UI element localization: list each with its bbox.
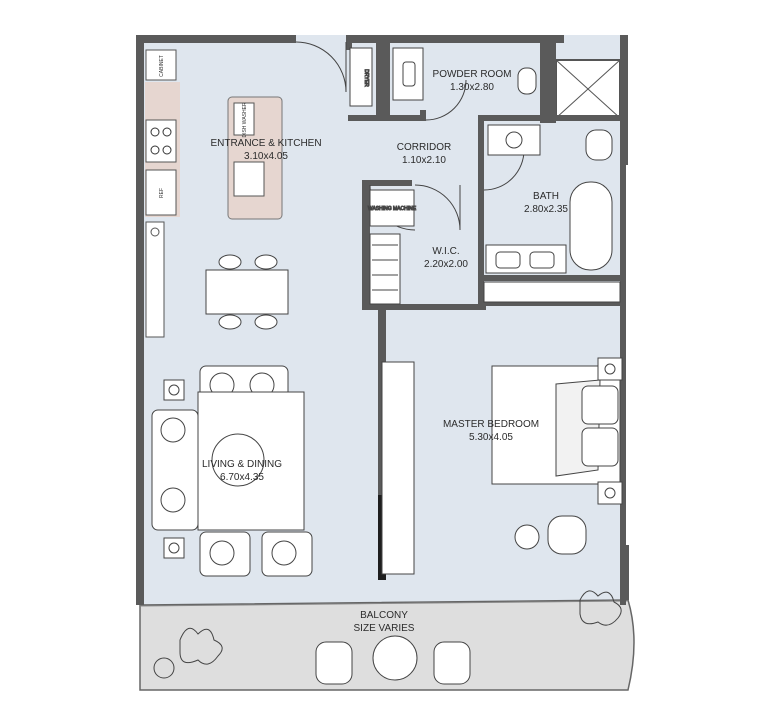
- walls: [136, 35, 629, 605]
- kitchen-fixtures: CABINET REF DISH WASHER: [145, 49, 265, 338]
- bedroom-furniture: [381, 357, 623, 575]
- room-name: BATH: [533, 191, 559, 202]
- wic-fixtures: WASHING MACHINE: [367, 189, 621, 305]
- plant-icon: [179, 627, 223, 665]
- balcony-furniture: [153, 590, 622, 685]
- burner-icon: [150, 127, 160, 137]
- room-size: 5.30x4.05: [469, 432, 513, 443]
- room-size: 1.10x2.10: [402, 155, 446, 166]
- room-name: W.I.C.: [432, 246, 459, 257]
- svg-text:REF: REF: [159, 188, 165, 198]
- room-name: POWDER ROOM: [433, 69, 512, 80]
- svg-text:DRYER: DRYER: [363, 69, 369, 87]
- room-size: 1.30x2.80: [450, 82, 494, 93]
- room-labels: ENTRANCE & KITCHEN 3.10x4.05 POWDER ROOM…: [202, 69, 568, 634]
- room-size: 6.70x4.35: [220, 472, 264, 483]
- room-name: BALCONY: [360, 610, 408, 621]
- room-size: 3.10x4.05: [244, 151, 288, 162]
- dining-set: [205, 254, 289, 330]
- powder-room-fixtures: DRYER: [349, 47, 537, 107]
- fridge: [145, 169, 177, 216]
- svg-text:WASHING MACHINE: WASHING MACHINE: [368, 206, 417, 212]
- cabinet: [145, 49, 177, 81]
- room-name: MASTER BEDROOM: [443, 419, 539, 430]
- room-name: ENTRANCE & KITCHEN: [210, 138, 321, 149]
- room-size: 2.20x2.00: [424, 259, 468, 270]
- dishwasher: [233, 102, 255, 136]
- svg-text:DISH WASHER: DISH WASHER: [242, 102, 248, 137]
- counter-strip: [145, 221, 165, 338]
- room-size: SIZE VARIES: [354, 623, 415, 634]
- stove: [145, 119, 177, 163]
- room-name: CORRIDOR: [397, 142, 451, 153]
- bath-fixtures: [485, 124, 613, 274]
- living-furniture: [151, 365, 313, 577]
- room-name: LIVING & DINING: [202, 459, 282, 470]
- plant-icon: [579, 590, 622, 626]
- kitchen-sink: [233, 161, 265, 197]
- room-size: 2.80x2.35: [524, 204, 568, 215]
- svg-text:CABINET: CABINET: [159, 55, 165, 77]
